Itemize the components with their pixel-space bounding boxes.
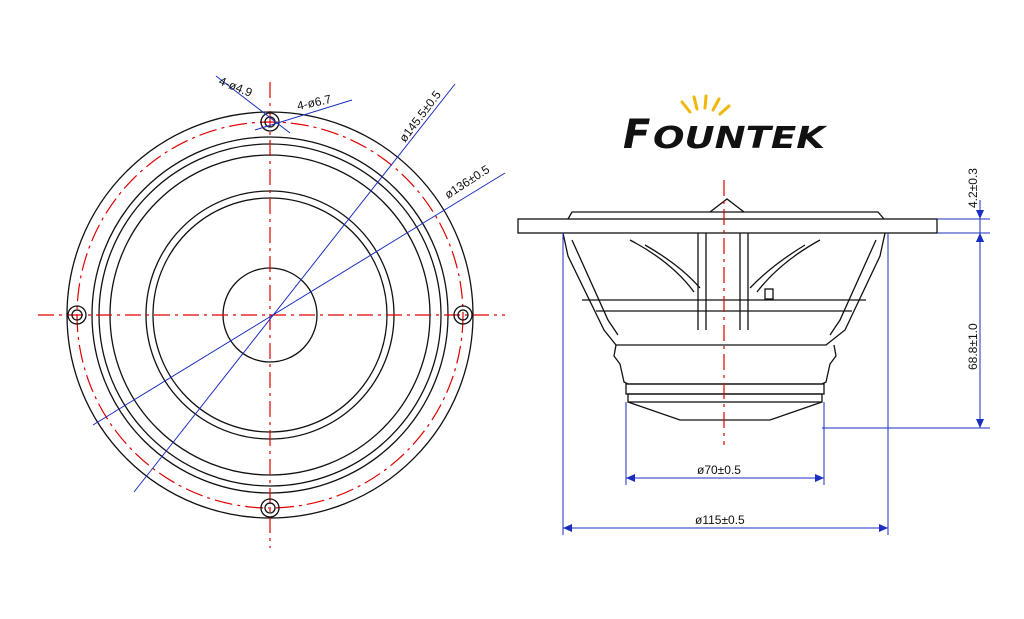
hole-large-label: 4-ø6.7: [296, 92, 333, 113]
dimension-arrows: [563, 210, 984, 532]
front-dimension-lines: [92, 75, 506, 493]
dust-cap-profile: [709, 198, 745, 213]
outer-diameter-label: ø145.5±0.5: [396, 88, 444, 145]
fountek-logo: F OUNTEK: [623, 94, 828, 158]
side-dimension-lines: [562, 200, 990, 535]
cutout-diameter-label: ø115±0.5: [695, 513, 745, 527]
side-view: 4.2±0.3 68.8±1.0 ø70±0.5 ø115±0.5: [517, 168, 990, 535]
basket-inner-rib: [571, 239, 877, 336]
gasket-ring: [567, 211, 885, 220]
magnet-back: [627, 401, 823, 421]
hole-large-leader: [254, 99, 353, 131]
mounting-hole-right: [453, 305, 473, 325]
magnet-ring: [627, 393, 823, 403]
flange-height-label: 4.2±0.3: [966, 168, 980, 208]
side-labels: 4.2±0.3 68.8±1.0 ø70±0.5 ø115±0.5: [695, 168, 980, 527]
front-view: 4-ø4.9 4-ø6.7 ø145.5±0.5 ø136±0.5: [38, 74, 506, 548]
cone-inner-profile: [644, 244, 806, 289]
mounting-flange: [517, 218, 938, 234]
terminal-tab: [764, 288, 774, 300]
magnet-plate: [625, 383, 825, 395]
hole-small-label: 4-ø4.9: [217, 74, 255, 100]
mounting-hole-left: [67, 305, 87, 325]
center-lines: [38, 82, 505, 548]
basket-outline: [562, 232, 886, 346]
logo-burst-icon: [680, 94, 731, 116]
cone-profile-right: [756, 239, 821, 293]
logo-rest-letters: OUNTEK: [653, 121, 828, 156]
mounting-hole-bottom: [260, 498, 280, 518]
magnet-upper: [613, 344, 837, 385]
magnet-diameter-label: ø70±0.5: [697, 463, 741, 477]
cone-profile-left: [629, 239, 695, 293]
depth-label: 68.8±1.0: [966, 323, 980, 370]
logo-first-letter: F: [623, 112, 650, 158]
bolt-circle-diameter-line: [92, 172, 506, 426]
outer-diameter-line: [133, 83, 456, 493]
